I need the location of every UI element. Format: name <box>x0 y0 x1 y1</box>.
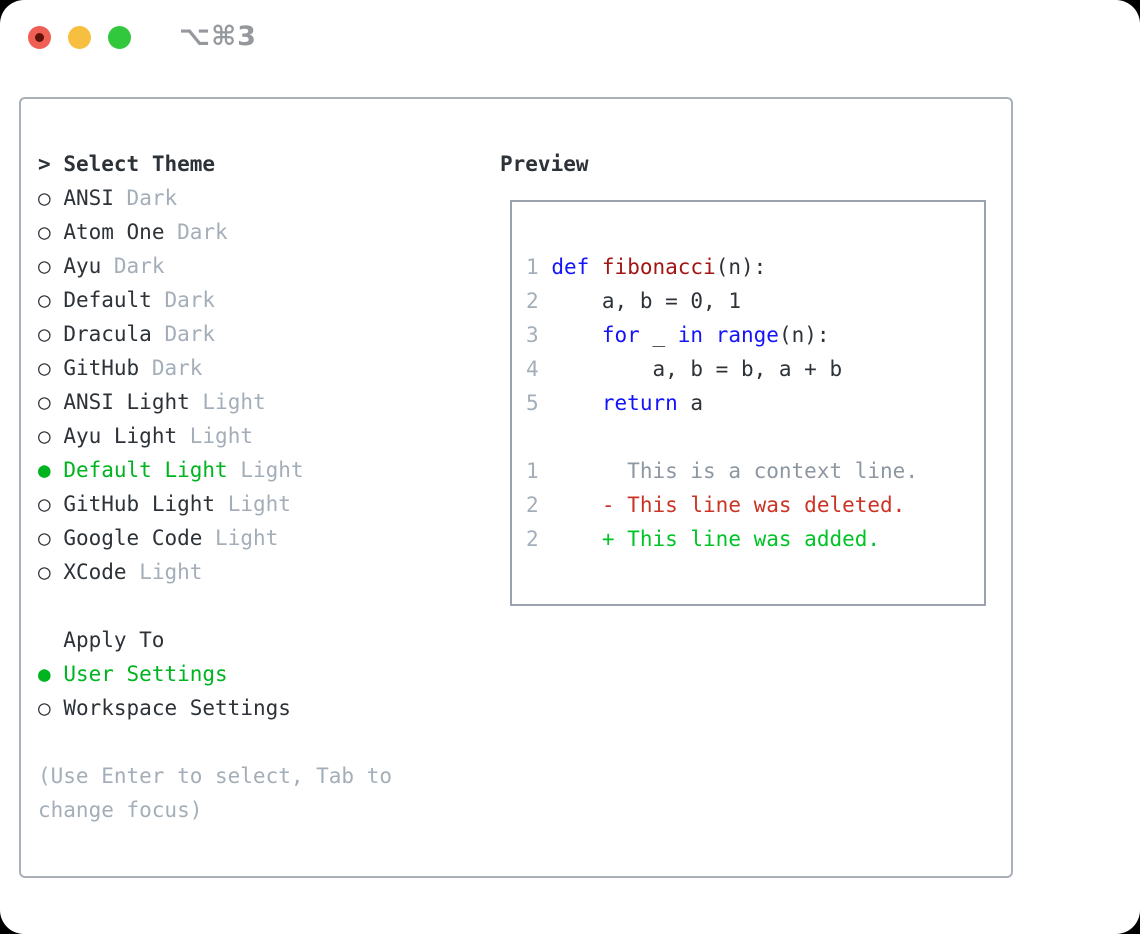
radio-icon: ○ <box>38 390 51 414</box>
theme-option-google-code[interactable]: ○ Google Code Light <box>38 521 500 555</box>
preview-line: 2 a, b = 0, 1 <box>526 289 741 313</box>
theme-name: Ayu <box>63 254 102 278</box>
theme-name: ANSI <box>63 186 114 210</box>
theme-option-default-light[interactable]: ● Default Light Light <box>38 453 500 487</box>
radio-icon: ● <box>38 458 51 482</box>
theme-name: Default <box>63 288 152 312</box>
close-button[interactable] <box>28 25 51 49</box>
close-button-dot-icon <box>35 32 44 42</box>
theme-option-ayu-light[interactable]: ○ Ayu Light Light <box>38 419 500 453</box>
select-theme-title: Select Theme <box>63 152 216 176</box>
theme-name: Google Code <box>63 526 203 550</box>
apply-option-label: User Settings <box>63 662 228 686</box>
radio-icon: ○ <box>38 424 51 448</box>
theme-name: Ayu Light <box>63 424 178 448</box>
preview-title: Preview <box>500 152 589 176</box>
theme-variant: Dark <box>151 356 203 380</box>
cursor-caret-icon: > <box>38 152 51 176</box>
preview-line: 2 - This line was deleted. <box>526 493 906 517</box>
preview-line: 1 This is a context line. <box>526 459 918 483</box>
theme-name: Atom One <box>63 220 165 244</box>
apply-option-user-settings[interactable]: ● User Settings <box>38 657 500 691</box>
theme-variant: Light <box>215 526 279 550</box>
preview-line: 2 + This line was added. <box>526 527 881 551</box>
theme-option-github-light[interactable]: ○ GitHub Light Light <box>38 487 500 521</box>
theme-variant: Light <box>139 560 203 584</box>
preview-code-box: 1 def fibonacci(n): 2 a, b = 0, 1 3 for _ … <box>510 200 986 606</box>
line-number: 4 <box>526 357 539 381</box>
apply-to-options: ● User Settings○ Workspace Settings <box>38 657 500 725</box>
radio-icon: ○ <box>38 220 51 244</box>
radio-icon: ○ <box>38 254 51 278</box>
theme-variant: Dark <box>113 254 165 278</box>
preview-line <box>526 420 984 454</box>
line-number: 1 <box>526 459 539 483</box>
theme-option-ayu[interactable]: ○ Ayu Dark <box>38 249 500 283</box>
theme-name: GitHub <box>63 356 140 380</box>
minimize-button[interactable] <box>68 25 91 49</box>
theme-name: GitHub Light <box>63 492 216 516</box>
radio-icon: ○ <box>38 322 51 346</box>
radio-icon: ○ <box>38 288 51 312</box>
radio-icon: ○ <box>38 560 51 584</box>
theme-option-default[interactable]: ○ Default Dark <box>38 283 500 317</box>
radio-icon: ○ <box>38 492 51 516</box>
line-number: 1 <box>526 255 539 279</box>
window-title: ⌥⌘3 <box>179 21 257 52</box>
theme-name: Default Light <box>63 458 228 482</box>
preview-line: 3 for _ in range(n): <box>526 323 830 347</box>
theme-option-github[interactable]: ○ GitHub Dark <box>38 351 500 385</box>
theme-name: ANSI Light <box>63 390 190 414</box>
line-number: 2 <box>526 527 539 551</box>
radio-icon: ● <box>38 662 51 686</box>
theme-picker-panel: > Select Theme ○ ANSI Dark○ Atom One Dar… <box>19 97 1013 878</box>
theme-option-dracula[interactable]: ○ Dracula Dark <box>38 317 500 351</box>
titlebar: ⌥⌘3 <box>28 21 257 52</box>
preview-line: 4 a, b = b, a + b <box>526 357 843 381</box>
maximize-button[interactable] <box>108 25 131 49</box>
radio-icon: ○ <box>38 526 51 550</box>
theme-option-ansi-light[interactable]: ○ ANSI Light Light <box>38 385 500 419</box>
theme-options: ○ ANSI Dark○ Atom One Dark○ Ayu Dark○ De… <box>38 181 500 589</box>
line-number: 3 <box>526 323 539 347</box>
radio-icon: ○ <box>38 186 51 210</box>
theme-variant: Dark <box>177 220 228 244</box>
theme-variant: Dark <box>164 288 216 312</box>
preview-line: 1 def fibonacci(n): <box>526 255 767 279</box>
theme-variant: Dark <box>126 186 178 210</box>
preview-line: 5 return a <box>526 391 704 415</box>
line-number: 5 <box>526 391 539 415</box>
theme-option-xcode[interactable]: ○ XCode Light <box>38 555 500 589</box>
theme-variant: Light <box>240 458 304 482</box>
line-number: 2 <box>526 289 539 313</box>
help-line: change focus) <box>38 798 203 822</box>
theme-variant: Light <box>189 424 253 448</box>
theme-list: > Select Theme ○ ANSI Dark○ Atom One Dar… <box>38 147 500 827</box>
apply-to-header: Apply To <box>38 623 500 657</box>
spacer <box>38 725 500 759</box>
apply-option-label: Workspace Settings <box>63 696 291 720</box>
help-text: (Use Enter to select, Tab to change focus… <box>38 759 500 827</box>
apply-to-title: Apply To <box>63 628 165 652</box>
theme-name: XCode <box>63 560 127 584</box>
theme-name: Dracula <box>63 322 152 346</box>
theme-option-atom-one[interactable]: ○ Atom One Dark <box>38 215 500 249</box>
preview-panel: Preview 1 def fibonacci(n): 2 a, b = 0, 1… <box>500 147 1011 606</box>
theme-variant: Dark <box>164 322 216 346</box>
help-line: (Use Enter to select, Tab to <box>38 764 393 788</box>
radio-icon: ○ <box>38 696 51 720</box>
theme-variant: Light <box>202 390 266 414</box>
radio-icon: ○ <box>38 356 51 380</box>
select-theme-header: > Select Theme <box>38 147 500 181</box>
apply-option-workspace-settings[interactable]: ○ Workspace Settings <box>38 691 500 725</box>
spacer <box>38 589 500 623</box>
theme-variant: Light <box>227 492 291 516</box>
theme-option-ansi[interactable]: ○ ANSI Dark <box>38 181 500 215</box>
line-number: 2 <box>526 493 539 517</box>
